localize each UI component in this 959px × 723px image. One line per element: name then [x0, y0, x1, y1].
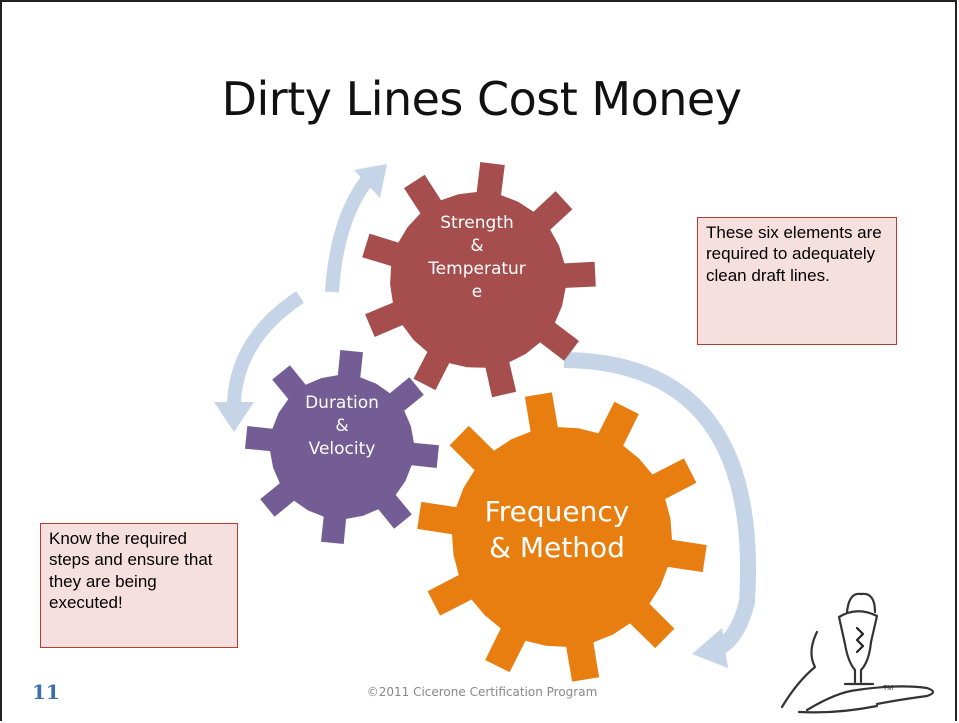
arrow-up-left	[325, 167, 380, 293]
gear-purple-line-2: &	[335, 415, 349, 436]
gear-red-line-3: Temperatur	[428, 258, 526, 279]
gear-red-line-4: e	[471, 281, 483, 302]
note-six-elements: These six elements are required to adequ…	[697, 217, 897, 345]
slide-number: 11	[32, 680, 60, 704]
arrow-left-down	[226, 291, 304, 413]
gear-duration-velocity	[245, 350, 439, 544]
gear-red-line-1: Strength	[440, 213, 514, 233]
gear-label-strength-temperature: Strength & Temperatur e	[412, 212, 542, 304]
footer-copyright: ©2011 Cicerone Certification Program	[366, 685, 598, 699]
gear-red-line-2: &	[470, 235, 484, 256]
arrow-left-down-head	[214, 402, 254, 432]
arrow-up-left-head	[354, 164, 387, 198]
gear-orange-line-1: Frequency	[484, 495, 630, 528]
gear-purple-line-3: Velocity	[308, 438, 376, 459]
gear-label-duration-velocity: Duration & Velocity	[284, 392, 400, 461]
arrow-right-down	[563, 352, 756, 658]
slide-title: Dirty Lines Cost Money	[221, 72, 742, 126]
cicerone-logo-icon: TM	[780, 592, 935, 714]
gear-frequency-method	[417, 392, 707, 682]
gear-strength-temperature	[362, 162, 596, 398]
logo-tm: TM	[883, 685, 893, 692]
arrow-right-down-head	[692, 628, 728, 668]
gear-label-frequency-method: Frequency & Method	[457, 494, 657, 567]
gear-purple-line-1: Duration	[305, 393, 379, 413]
gear-orange-line-2: & Method	[489, 531, 625, 565]
note-required-steps: Know the required steps and ensure that …	[40, 523, 238, 648]
